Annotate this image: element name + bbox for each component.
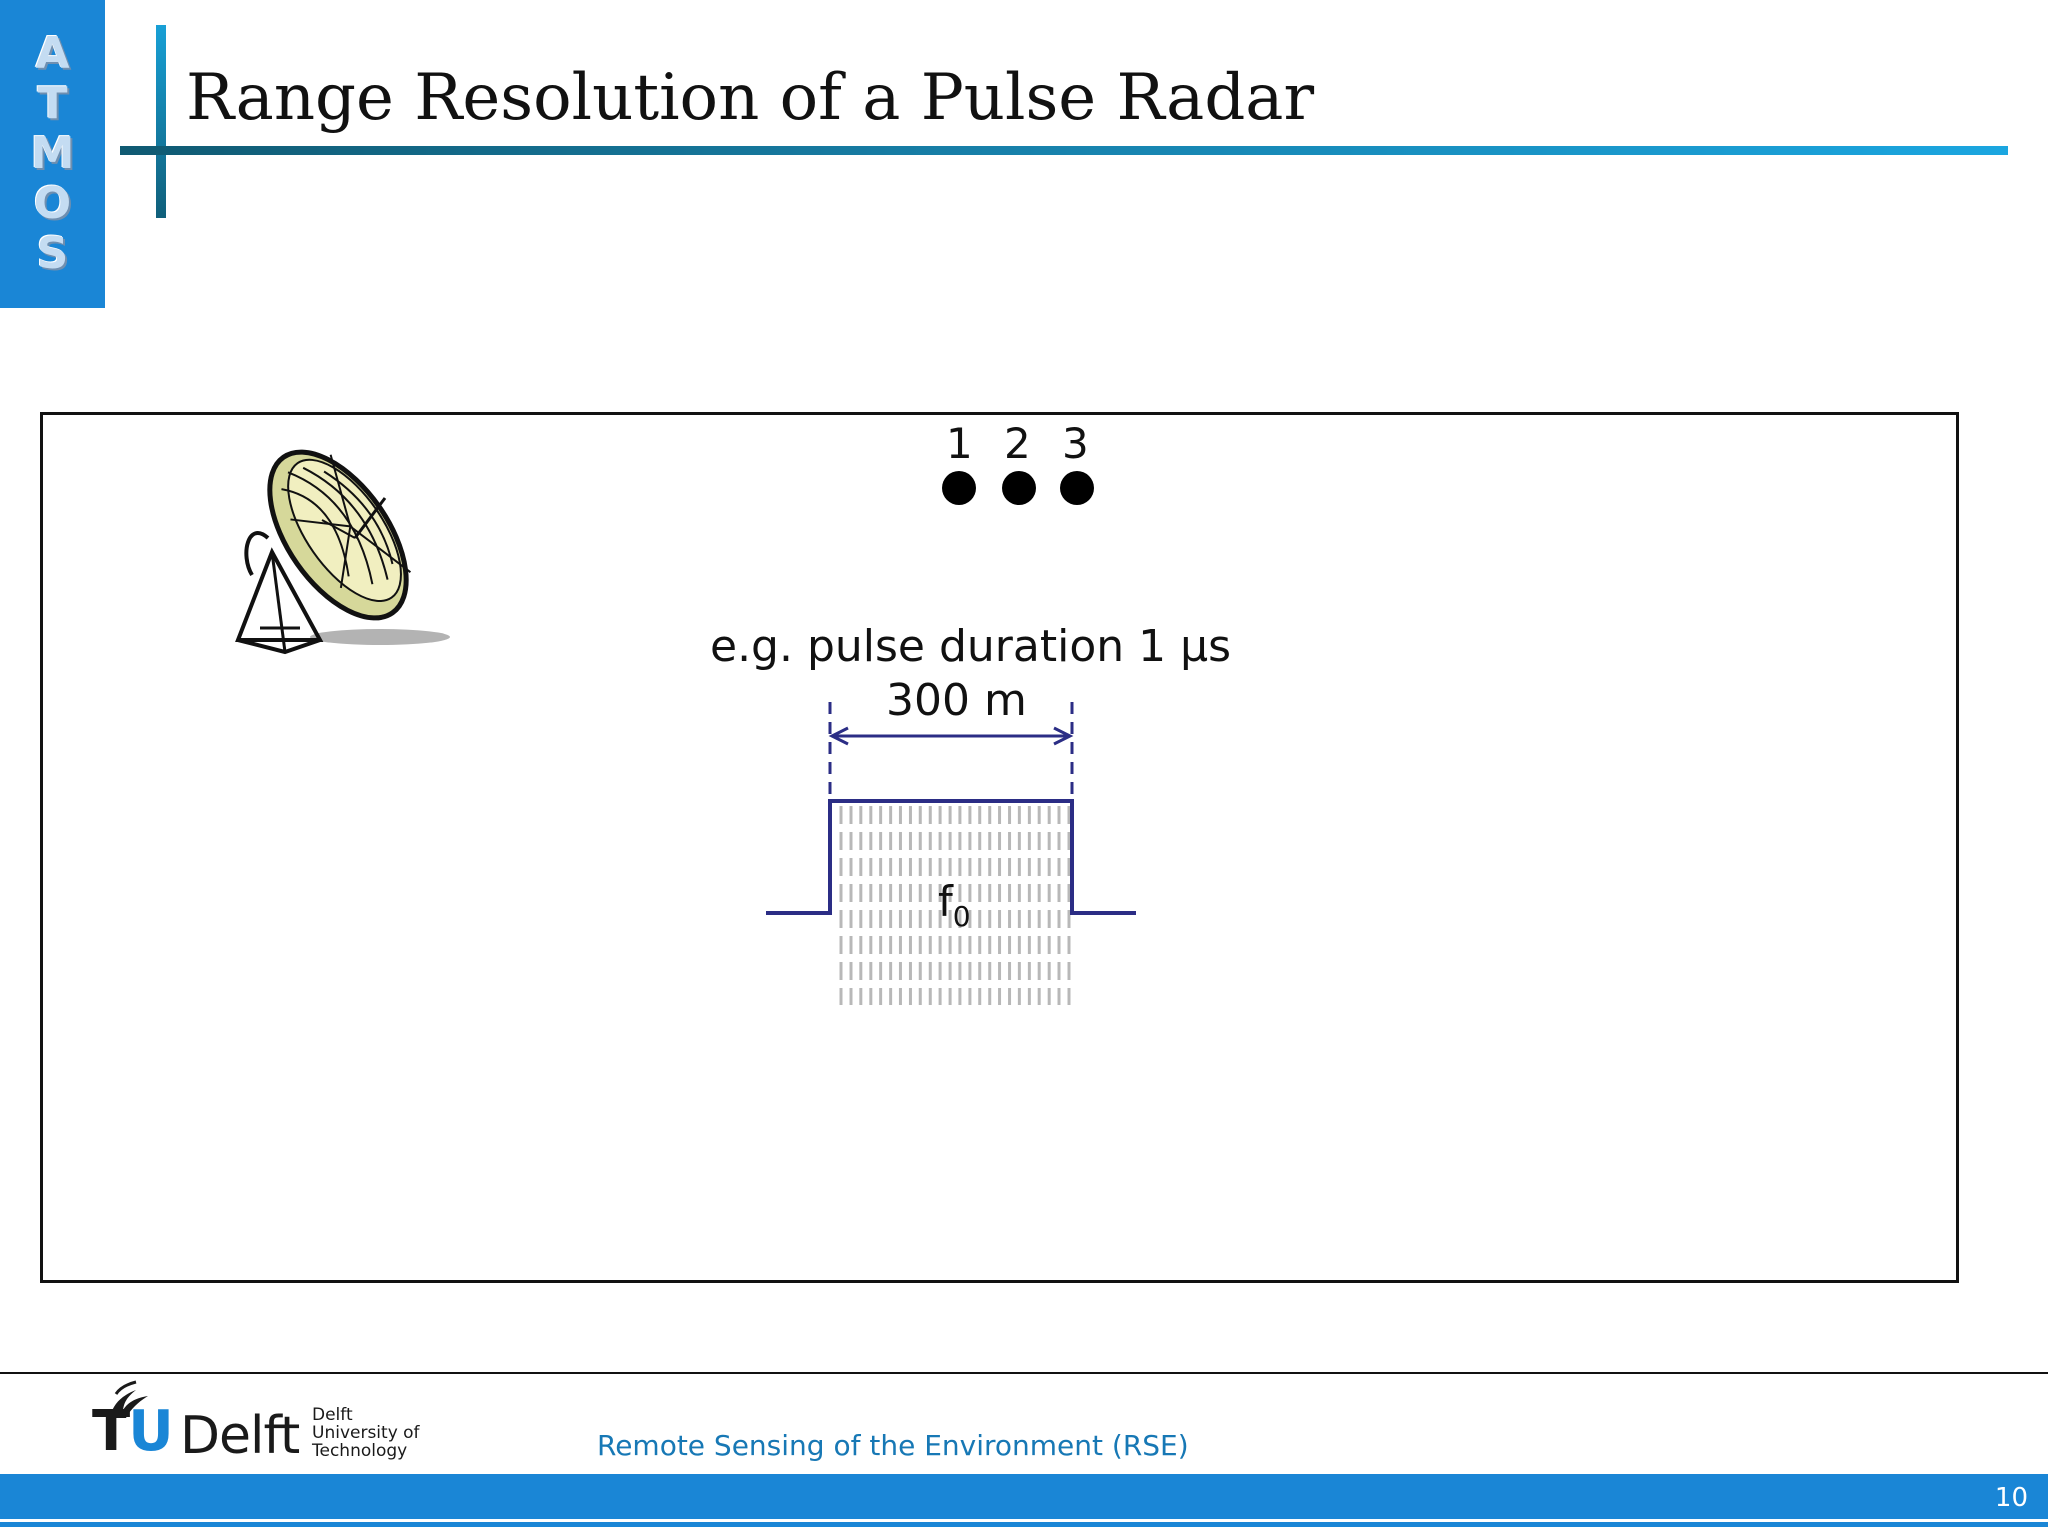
target-label-2: 2 <box>1004 419 1031 468</box>
carrier-cycle <box>998 806 1012 1005</box>
pulse-envelope <box>766 799 1136 915</box>
logo-sub-line: Technology <box>312 1441 408 1461</box>
carrier-cycle <box>898 806 912 1005</box>
atmos-letter: M <box>30 128 75 179</box>
carrier-frequency-subscript: 0 <box>952 900 971 933</box>
atmos-letter: S <box>36 228 69 279</box>
atmos-letter: T <box>37 78 68 129</box>
target-label-3: 3 <box>1062 419 1089 468</box>
range-resolution-label: 300 m <box>886 675 1027 726</box>
carrier-frequency-symbol: f <box>938 877 953 926</box>
radar-dish-icon <box>235 449 450 655</box>
logo-sub-line: Delft <box>312 1405 353 1425</box>
footer-band-line <box>0 1522 2048 1527</box>
target-dot-3 <box>1060 471 1094 505</box>
pulse-diagram <box>235 449 1136 1005</box>
range-arrow <box>828 726 1074 746</box>
logo-wordmark-delft: Delft <box>180 1406 300 1466</box>
carrier-cycle <box>938 806 952 1005</box>
carrier-cycle <box>978 806 992 1005</box>
title-underline-bar <box>120 146 2008 155</box>
carrier-cycle <box>839 806 853 1005</box>
diagram-frame <box>40 412 1959 1283</box>
atmos-badge: A T M O S <box>0 0 105 308</box>
carrier-cycle <box>918 806 932 1005</box>
logo-sub-line: University of <box>312 1423 420 1443</box>
target-label-1: 1 <box>946 419 973 468</box>
footer-divider <box>0 1372 2048 1374</box>
title-vertical-bar <box>156 25 166 218</box>
carrier-wave <box>839 806 1071 1005</box>
carrier-cycle <box>879 806 893 1005</box>
atmos-letter: A <box>35 28 70 79</box>
target-dot-2 <box>1002 471 1036 505</box>
flame-icon <box>110 1380 148 1418</box>
carrier-frequency-label: f0 <box>938 878 971 941</box>
tudelft-logo: TU Delft Delft University of Technology <box>92 1380 432 1470</box>
logo-wordmark-tu: TU <box>92 1399 174 1464</box>
carrier-cycle <box>1057 806 1071 1005</box>
footer-band <box>0 1474 2048 1519</box>
pulse-duration-caption: e.g. pulse duration 1 μs <box>710 621 1232 672</box>
carrier-cycle <box>958 806 972 1005</box>
logo-tu-text: TU <box>92 1399 174 1464</box>
logo-subtitle: Delft University of Technology <box>312 1406 420 1460</box>
carrier-cycle <box>1037 806 1051 1005</box>
page-number: 10 <box>1994 1483 2028 1513</box>
page-title: Range Resolution of a Pulse Radar <box>186 61 1315 135</box>
target-dot-1 <box>942 471 976 505</box>
course-title: Remote Sensing of the Environment (RSE) <box>597 1429 1189 1462</box>
carrier-cycle <box>1017 806 1031 1005</box>
carrier-cycle <box>859 806 873 1005</box>
atmos-letter: O <box>33 178 72 229</box>
